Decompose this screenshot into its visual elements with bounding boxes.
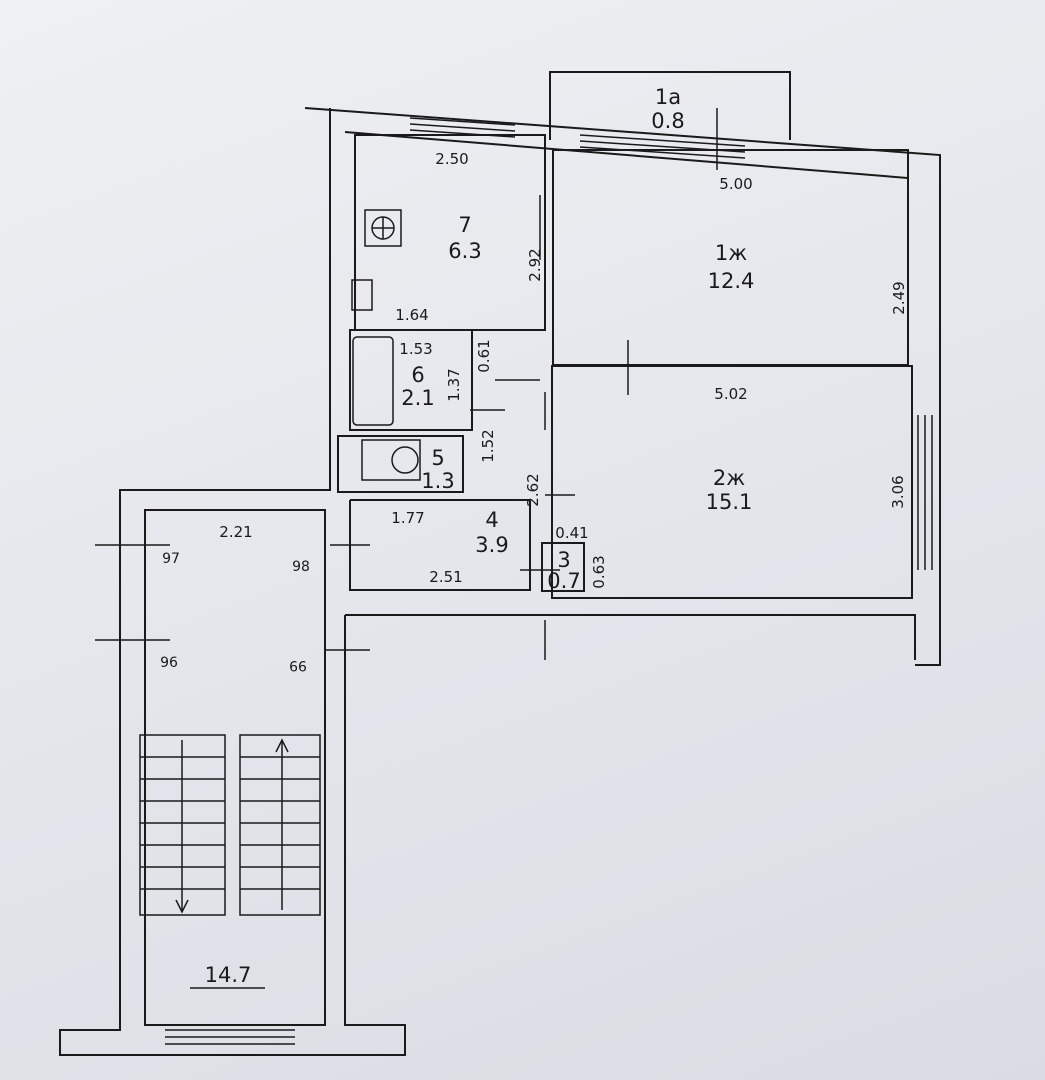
dim-3-06: 3.06: [889, 475, 907, 508]
balcony-outline: [549, 71, 791, 140]
windows: [165, 117, 933, 1045]
apartment-96-label: 96: [160, 655, 178, 671]
room-1-area: 12.4: [708, 269, 755, 293]
dim-1-37: 1.37: [445, 368, 463, 401]
staircase-outer: [59, 108, 406, 1056]
outer-wall-top-right: [304, 107, 941, 666]
dim-0-61: 0.61: [475, 339, 493, 372]
sink-icon: [351, 279, 373, 311]
room-4-walls: [349, 499, 531, 591]
room-4-number: 4: [485, 508, 498, 532]
apartment-99-label: 99: [289, 657, 307, 673]
room-5-number: 5: [431, 446, 444, 470]
stairs: [139, 734, 321, 916]
dim-5-02: 5.02: [714, 385, 747, 403]
toilet-icon: [361, 439, 421, 481]
fixtures: [351, 209, 421, 481]
stair-down-arrow-head: [175, 899, 189, 914]
walls: [59, 71, 941, 1056]
dim-1-53: 1.53: [399, 340, 432, 358]
stair-up-arrow-head: [275, 738, 289, 753]
apartment-97-label: 97: [162, 551, 180, 567]
dim-0-41: 0.41: [555, 524, 588, 542]
room-6-area: 2.1: [401, 386, 434, 410]
dim-1-52: 1.52: [479, 429, 497, 462]
dimension-ticks: [95, 108, 909, 989]
dim-1-64: 1.64: [395, 306, 428, 324]
room-6-walls: [349, 329, 473, 431]
toilet-bowl-icon: [391, 446, 419, 474]
apartment-98-label: 98: [292, 559, 310, 575]
room-7-number: 7: [458, 213, 471, 237]
corridor-wall: [345, 614, 916, 660]
room-3-area: 0.7: [547, 569, 580, 593]
dim-2-62: 2.62: [524, 473, 542, 506]
dim-1-77: 1.77: [391, 509, 424, 527]
staircase-inner: [144, 509, 326, 1026]
dim-0-63: 0.63: [590, 555, 608, 588]
room-1a-area: 0.8: [651, 109, 684, 133]
room-6-number: 6: [411, 363, 424, 387]
room-1-number: 1ж: [715, 241, 747, 265]
room-2-area: 15.1: [706, 490, 753, 514]
room-1a-number: 1а: [655, 85, 681, 109]
dim-2-21: 2.21: [219, 523, 252, 541]
room-2-walls: [551, 365, 913, 599]
dim-2-51: 2.51: [429, 568, 462, 586]
staircase-area: 14.7: [205, 963, 252, 987]
room-7-area: 6.3: [448, 239, 481, 263]
dim-5-00: 5.00: [719, 175, 752, 193]
room-4-area: 3.9: [475, 533, 508, 557]
room-2-number: 2ж: [713, 466, 745, 490]
room-3-walls: [541, 542, 585, 592]
dim-2-49: 2.49: [890, 281, 908, 314]
dim-2-92: 2.92: [526, 248, 544, 281]
room-5-area: 1.3: [421, 469, 454, 493]
stove-icon: [364, 209, 402, 247]
dim-2-50: 2.50: [435, 150, 468, 168]
bathtub-icon: [352, 336, 394, 426]
room-5-walls: [337, 435, 464, 493]
room-3-number: 3: [557, 548, 570, 572]
